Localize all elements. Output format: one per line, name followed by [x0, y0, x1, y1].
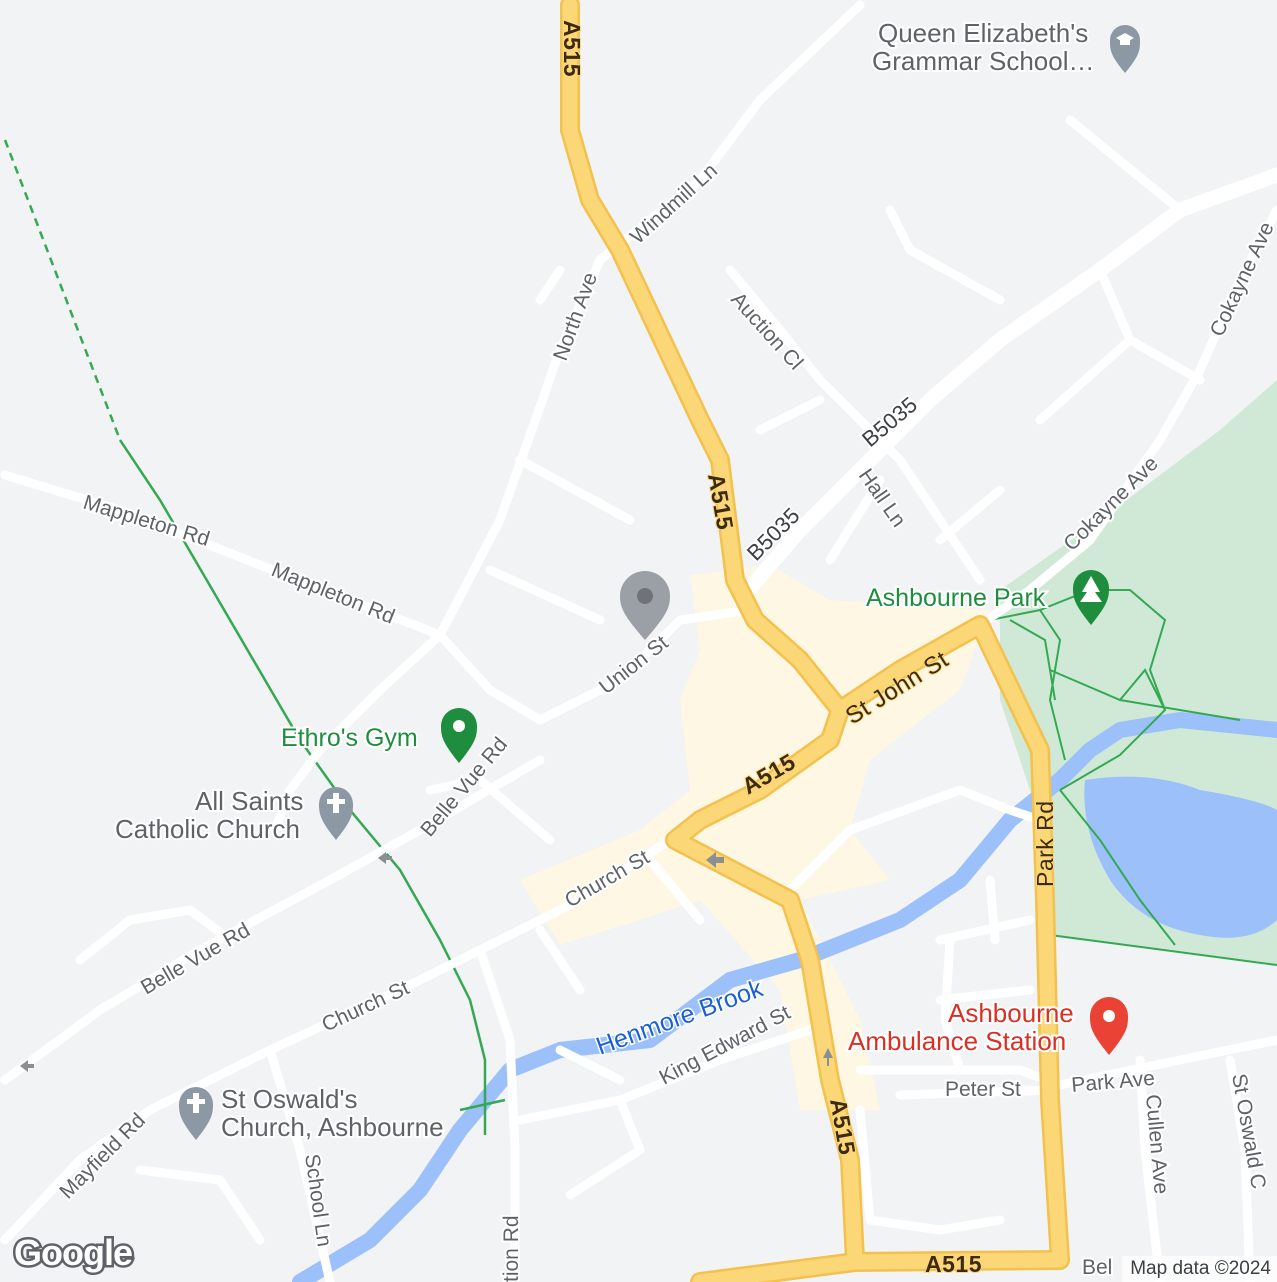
emergency-pin-icon	[1090, 997, 1128, 1055]
mappleton-rd-label-1: Mappleton Rd	[81, 491, 213, 551]
map-attribution[interactable]: Map data ©2024	[1122, 1256, 1277, 1282]
st-oswald-label: St Oswald C	[1227, 1072, 1270, 1191]
ethros-gym-poi[interactable]: Ethro's Gym	[279, 708, 477, 763]
a515-label-5: A515	[925, 1251, 982, 1277]
mappleton-rd-label-2: Mappleton Rd	[268, 558, 398, 628]
park-rd-label: Park Rd	[1032, 800, 1058, 887]
north-ave-label: North Ave	[549, 270, 602, 364]
union-st-label: Union St	[595, 631, 673, 699]
ambulance-station-poi[interactable]: Ashbourne Ambulance Station	[846, 996, 1128, 1058]
hall-ln-label: Hall Ln	[854, 465, 910, 532]
ethros-gym-label: Ethro's Gym	[281, 724, 418, 752]
queen-elizabeth-label-1: Queen Elizabeth's	[878, 18, 1088, 48]
school-pin-icon	[1110, 25, 1140, 73]
ashbourne-park-poi[interactable]: Ashbourne Park	[864, 570, 1109, 625]
all-saints-poi[interactable]: All Saints Catholic Church	[113, 784, 353, 846]
ambulance-label-1: Ashbourne	[948, 998, 1074, 1028]
station-rd-label: tion Rd	[500, 1215, 523, 1282]
peter-st-label: Peter St	[945, 1078, 1021, 1101]
queen-elizabeth-poi[interactable]: Queen Elizabeth's Grammar School…	[870, 16, 1140, 78]
windmill-ln-label: Windmill Ln	[626, 159, 722, 249]
queen-elizabeth-label-2: Grammar School…	[872, 46, 1095, 76]
ashbourne-park-label: Ashbourne Park	[866, 584, 1046, 612]
st-oswalds-poi[interactable]: St Oswald's Church, Ashbourne	[179, 1082, 446, 1144]
a515-label-2: A515	[703, 471, 739, 532]
st-oswalds-label-2: Church, Ashbourne	[221, 1112, 444, 1142]
ambulance-label-2: Ambulance Station	[848, 1026, 1066, 1056]
one-way-arrow-icons	[20, 852, 833, 1072]
town-centre-area	[520, 565, 990, 1110]
st-oswalds-label-1: St Oswald's	[221, 1084, 357, 1114]
a515-roads	[560, 0, 1070, 1282]
all-saints-label-2: Catholic Church	[115, 814, 300, 844]
a515-label-1: A515	[559, 20, 585, 77]
rail-dashed	[3, 139, 122, 441]
mayfield-rd-label: Mayfield Rd	[55, 1109, 150, 1204]
location-pin-icon[interactable]	[620, 571, 670, 640]
church-pin-icon	[179, 1087, 213, 1140]
google-logo: Google	[12, 1230, 136, 1276]
auction-cl-label: Auction Cl	[726, 288, 807, 375]
bel-label: Bel	[1082, 1256, 1112, 1279]
church-pin-icon	[319, 787, 353, 840]
all-saints-label-1: All Saints	[195, 786, 303, 816]
gym-pin-icon	[441, 708, 477, 763]
church-st-label-2: Church St	[318, 976, 412, 1036]
rail-trail	[118, 439, 487, 1135]
belle-vue-rd-label-2: Belle Vue Rd	[137, 919, 254, 1000]
cokayne-ave-label-1: Cokayne Ave	[1206, 219, 1277, 341]
b5035-road	[732, 167, 1277, 608]
tree-pin-icon	[1073, 570, 1109, 625]
lake	[1084, 776, 1277, 938]
school-ln-label: School Ln	[300, 1152, 336, 1248]
park-paths	[989, 589, 1277, 966]
